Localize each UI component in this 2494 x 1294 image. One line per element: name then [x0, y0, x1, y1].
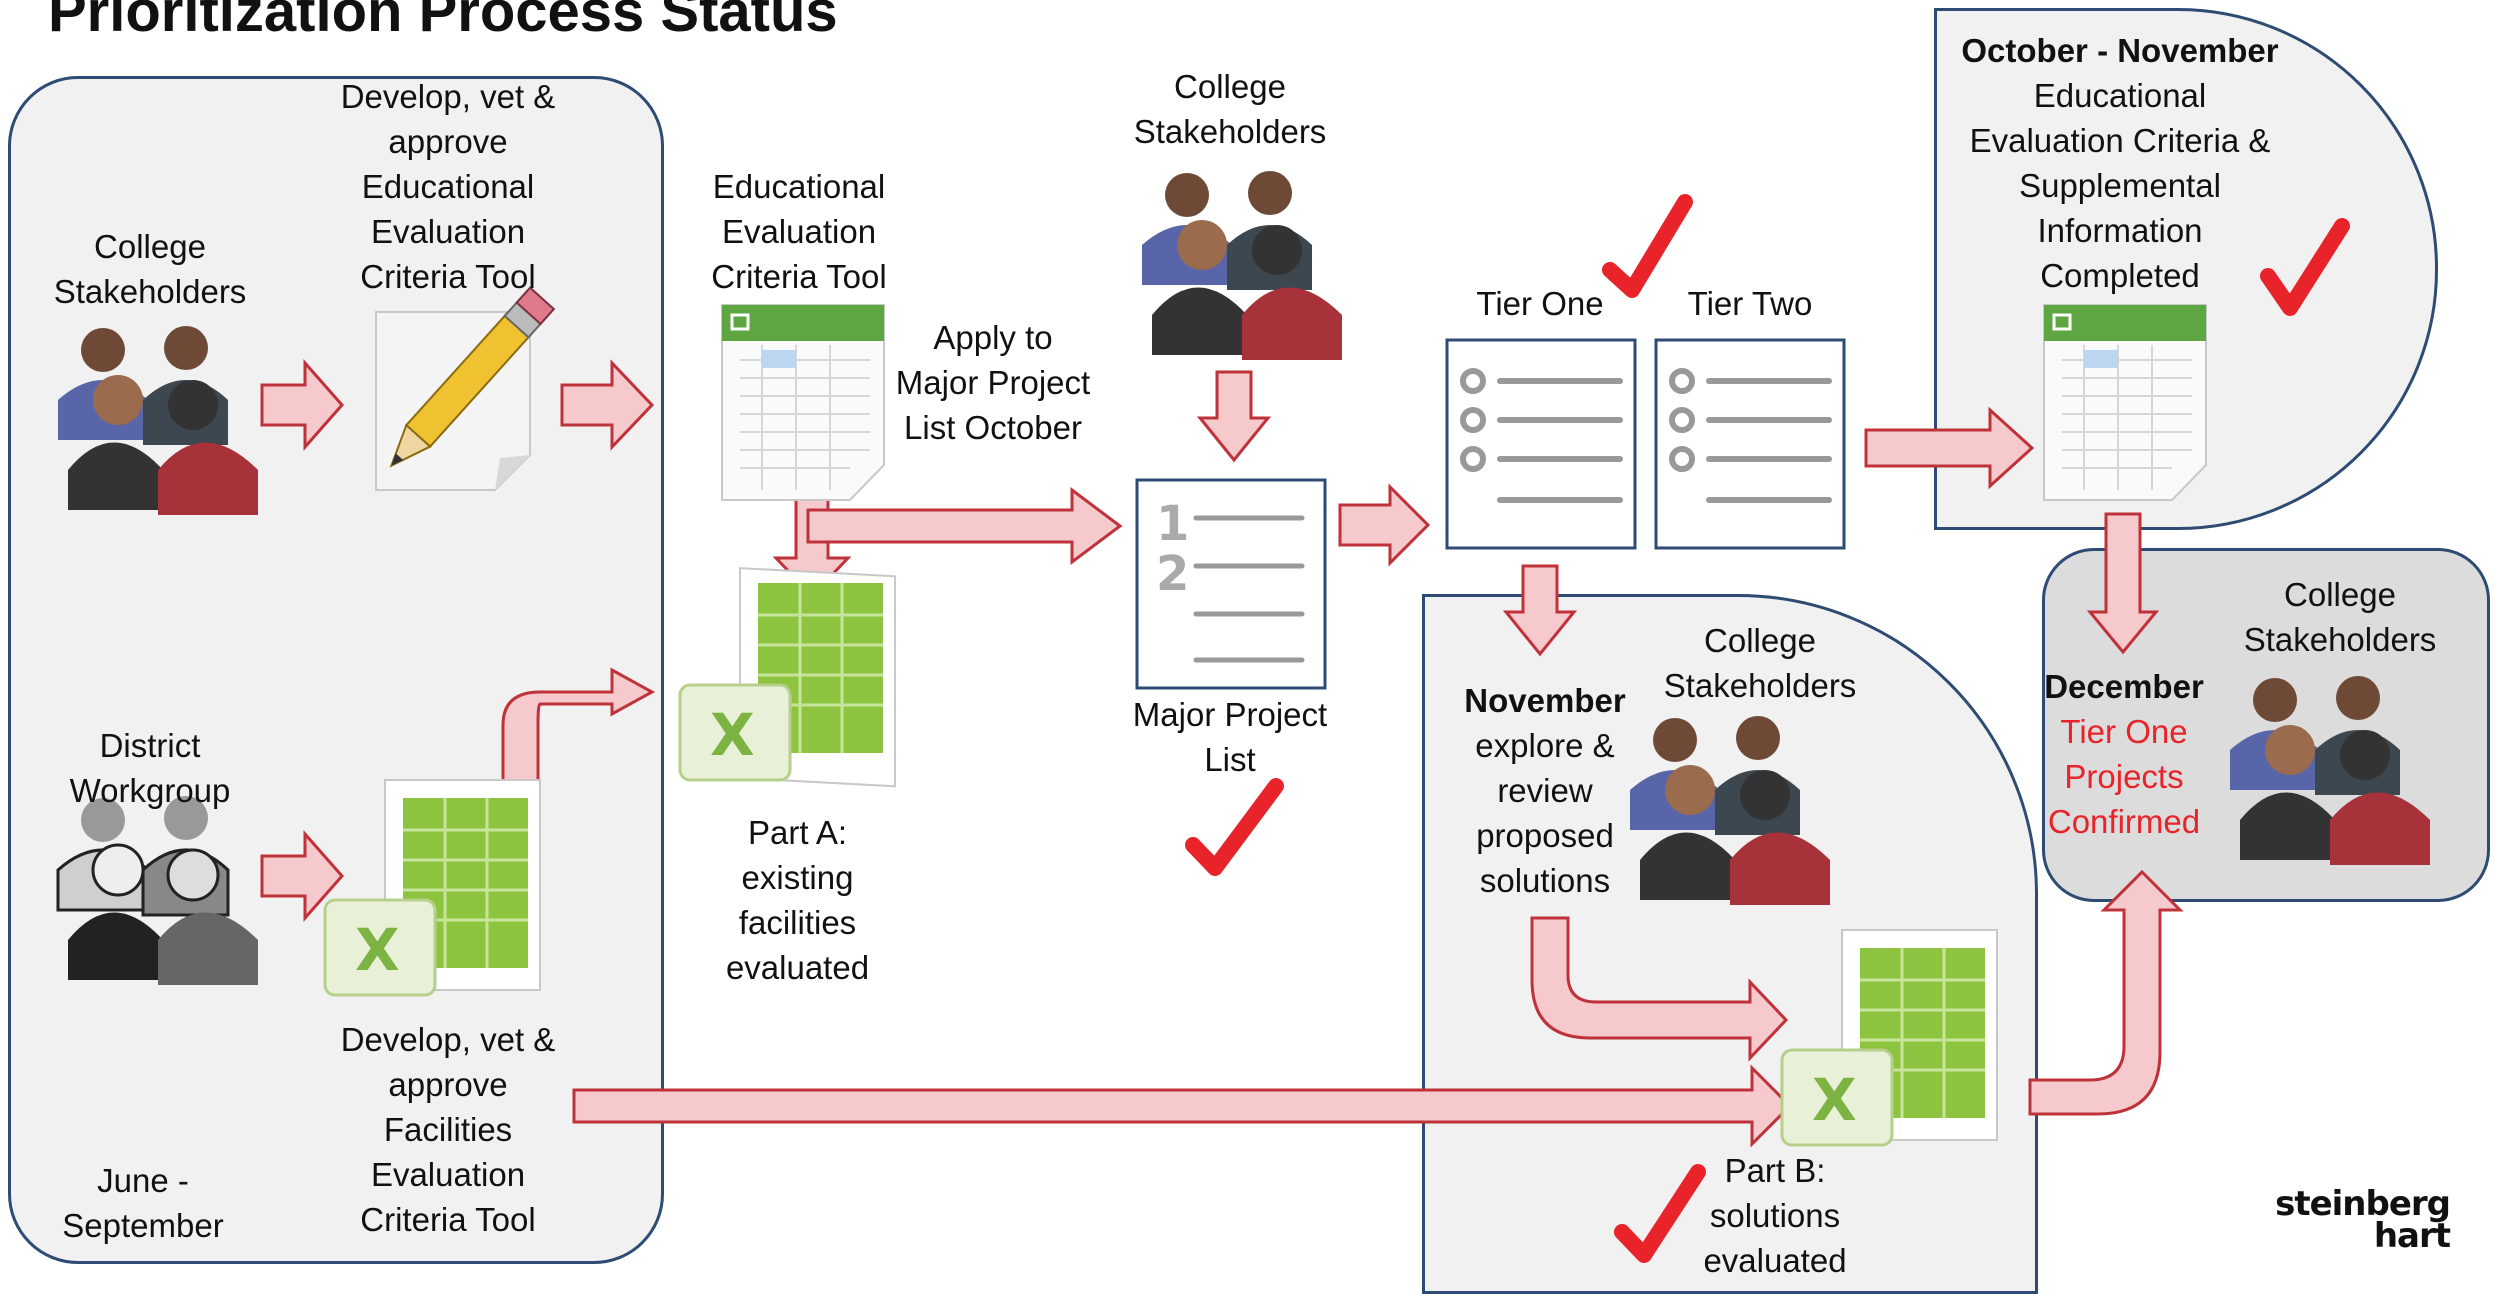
period-label: June - September [62, 1162, 224, 1244]
november-college-stakeholders-label: College Stakeholders [1663, 622, 1857, 704]
arrow-bottom-to-part-b [572, 1064, 1793, 1148]
part-b-label: Part B: solutions evaluated [1703, 1152, 1847, 1279]
svg-text:X: X [710, 701, 755, 769]
part-a-label: Part A: existing facilities evaluated [725, 814, 870, 986]
apply-to-label: Apply to Major Project List October [895, 319, 1091, 446]
arrow-pencil-to-tool [560, 359, 655, 451]
develop-educational-label: Develop, vet & approve Educational Evalu… [340, 78, 556, 295]
oct-nov-body: Educational Evaluation Criteria & Supple… [1969, 77, 2271, 294]
college-stakeholders-icon-november [1630, 716, 1830, 905]
tier-one-label: Tier One [1476, 285, 1604, 322]
tier-two-label: Tier Two [1687, 285, 1813, 322]
november-body: explore & review proposed solutions [1475, 727, 1615, 899]
arrow-stakeholders-to-pencil [260, 359, 344, 451]
checkmark-tier-one [1602, 194, 1693, 298]
page-title: Prioritization Process Status [48, 0, 838, 44]
arrow-part-b-to-december [2028, 869, 2184, 1116]
major-project-list-icon: 1 2 [1135, 478, 1327, 690]
arrow-tiers-to-oct-nov [1864, 406, 2035, 490]
tier-two-list-icon [1654, 338, 1846, 550]
arrow-district-to-spreadsheet [260, 830, 344, 922]
steinberg-hart-logo: steinberg hart [2275, 1184, 2451, 1256]
arrow-oct-nov-to-december [2086, 512, 2160, 655]
part-a-spreadsheet-icon: X [678, 567, 896, 788]
arrow-november-to-part-b [1530, 916, 1789, 1062]
oct-nov-heading: October - November [1961, 32, 2279, 69]
pencil-document-icon [375, 286, 556, 491]
arrow-curve-to-part-a [501, 667, 656, 785]
arrow-stakeholders-to-list [1196, 370, 1272, 463]
educational-tool-label: Educational Evaluation Criteria Tool [711, 168, 887, 295]
tier-one-list-icon [1445, 338, 1637, 550]
december-body: Tier One Projects Confirmed [2047, 713, 2201, 840]
develop-facilities-label: Develop, vet & approve Facilities Evalua… [340, 1021, 556, 1238]
major-project-list-label: Major Project List [1132, 696, 1328, 778]
checkmark-oct-nov [2260, 218, 2350, 316]
arrow-list-to-tiers [1338, 483, 1431, 567]
svg-text:X: X [1812, 1066, 1857, 1134]
checkmark-major-list [1185, 778, 1284, 876]
checkmark-part-b [1614, 1164, 1706, 1263]
college-stakeholders-icon-center [1142, 171, 1342, 360]
december-college-stakeholders-label: College Stakeholders [2243, 576, 2437, 658]
educational-tool-icon [721, 304, 885, 501]
district-workgroup-label: District Workgroup [69, 727, 231, 809]
district-workgroup-icon [56, 796, 258, 985]
svg-text:2: 2 [1156, 546, 1189, 602]
december-heading: December [2044, 668, 2204, 705]
left-panel [8, 76, 664, 1264]
arrow-tiers-to-november [1502, 564, 1578, 657]
oct-nov-tool-icon [2043, 304, 2207, 501]
college-stakeholders-icon-left [58, 326, 258, 515]
college-stakeholders-icon-december [2230, 676, 2430, 865]
left-college-stakeholders-label: College Stakeholders [53, 228, 247, 310]
svg-text:1: 1 [1156, 496, 1189, 552]
part-b-spreadsheet-icon: X [1780, 929, 1998, 1147]
svg-text:X: X [355, 916, 400, 984]
arrow-to-major-list [806, 487, 1123, 565]
center-college-stakeholders-label: College Stakeholders [1133, 68, 1327, 150]
facilities-spreadsheet-icon: X [323, 779, 541, 997]
november-heading: November [1464, 682, 1626, 719]
